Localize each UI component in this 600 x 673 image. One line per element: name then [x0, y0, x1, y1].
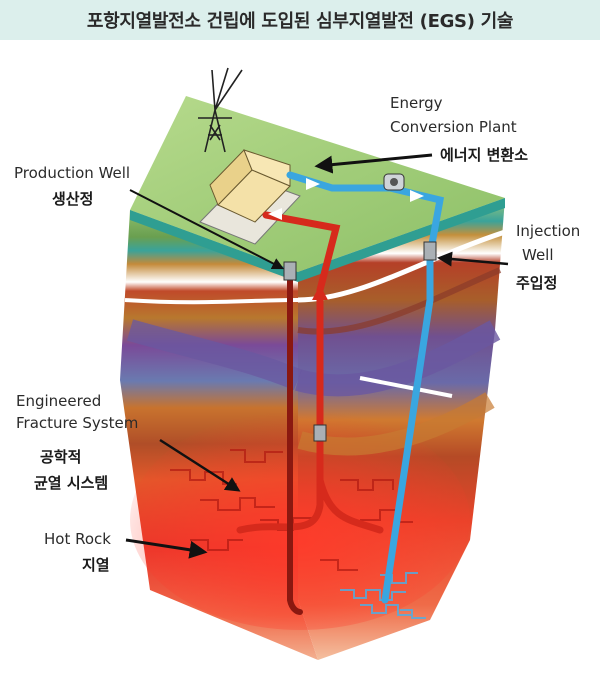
mid-wellhead-icon — [313, 424, 327, 442]
page-title: 포항지열발전소 건립에 도입된 심부지열발전 (EGS) 기술 — [86, 11, 514, 32]
production-well-pointer — [129, 189, 285, 270]
strata-line — [126, 319, 303, 391]
strata-line — [297, 392, 495, 456]
fracture-label-ko-2: 균열 시스템 — [34, 474, 108, 492]
hot-rock-label-en: Hot Rock — [44, 530, 111, 548]
injection-well-label-ko: 주입정 — [516, 274, 557, 292]
hot-rock-pointer — [125, 538, 208, 559]
flow-arrow-icon — [268, 208, 282, 220]
injection-well-label-en-2: Well — [522, 246, 554, 264]
production-well-label-ko: 생산정 — [52, 190, 93, 208]
fracture-label-en-1: Engineered — [16, 392, 101, 410]
strata-line — [295, 320, 501, 397]
injection-pipe — [286, 171, 445, 604]
cold-fracture-network — [340, 572, 426, 619]
pump-icon — [383, 173, 405, 191]
fracture-label-en-2: Fracture System — [16, 414, 138, 432]
energy-plant-label-en-1: Energy — [390, 94, 443, 112]
injection-well-pointer — [437, 251, 509, 267]
fracture-network — [170, 449, 413, 571]
power-plant-building — [199, 149, 301, 245]
energy-plant-label-ko: 에너지 변환소 — [440, 146, 528, 164]
flow-arrow-icon — [306, 178, 320, 190]
up-flow-arrow-icon — [312, 285, 328, 300]
energy-plant-label-en-2: Conversion Plant — [390, 118, 517, 136]
title-bar: 포항지열발전소 건립에 도입된 심부지열발전 (EGS) 기술 — [0, 0, 600, 40]
flow-arrow-icon — [410, 190, 424, 202]
injection-well-label-en-1: Injection — [516, 222, 580, 240]
hot-rock-label-ko: 지열 — [82, 556, 110, 574]
injection-wellhead-icon — [423, 241, 437, 261]
production-wellhead-icon — [283, 261, 297, 281]
energy-plant-pointer — [314, 153, 433, 174]
fracture-pointer — [159, 438, 241, 492]
strata-line — [124, 298, 299, 305]
surface-edge-teal — [130, 198, 505, 282]
production-well-label-en: Production Well — [14, 164, 130, 182]
fault-line — [359, 376, 453, 398]
fracture-label-ko-1: 공학적 — [40, 448, 81, 466]
power-tower-icon — [198, 67, 243, 153]
